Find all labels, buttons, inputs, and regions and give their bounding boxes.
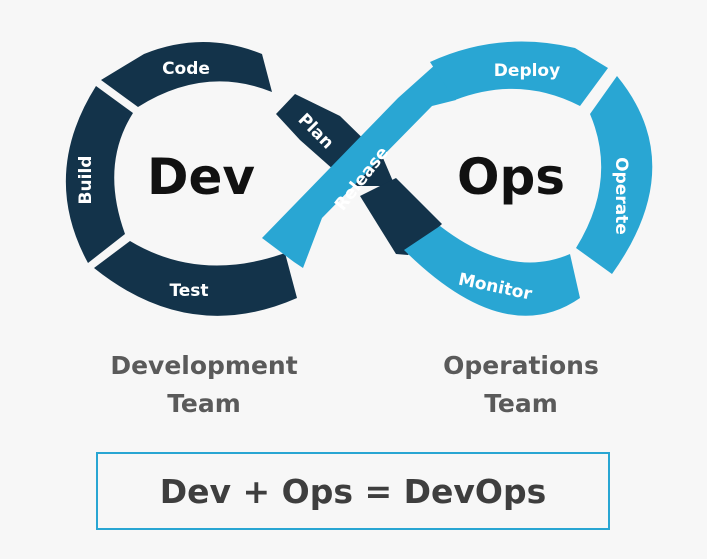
dev-team-line1: Development (110, 351, 297, 380)
ops-operate-segment (576, 76, 653, 274)
ops-team-line1: Operations (443, 351, 599, 380)
ops-team-line2: Team (484, 389, 558, 418)
stage-label-operate: Operate (611, 157, 631, 235)
ops-monitor-segment (404, 226, 580, 316)
formula-box: Dev + Ops = DevOps (96, 452, 610, 530)
dev-code-segment (101, 42, 272, 107)
ops-release-segment (262, 64, 456, 268)
stage-label-code: Code (162, 59, 210, 79)
stage-label-build: Build (76, 156, 96, 205)
ops-deploy-segment (430, 41, 608, 106)
ops-center-label: Ops (457, 148, 565, 206)
dev-center-label: Dev (147, 148, 255, 206)
ops-loop (262, 41, 653, 316)
stage-label-deploy: Deploy (494, 61, 560, 81)
stage-label-test: Test (169, 281, 208, 301)
dev-test-segment (94, 241, 297, 316)
dev-build-segment (65, 86, 133, 263)
dev-crossover-segment (360, 178, 442, 255)
formula-text: Dev + Ops = DevOps (159, 471, 547, 511)
dev-team-line2: Team (167, 389, 241, 418)
